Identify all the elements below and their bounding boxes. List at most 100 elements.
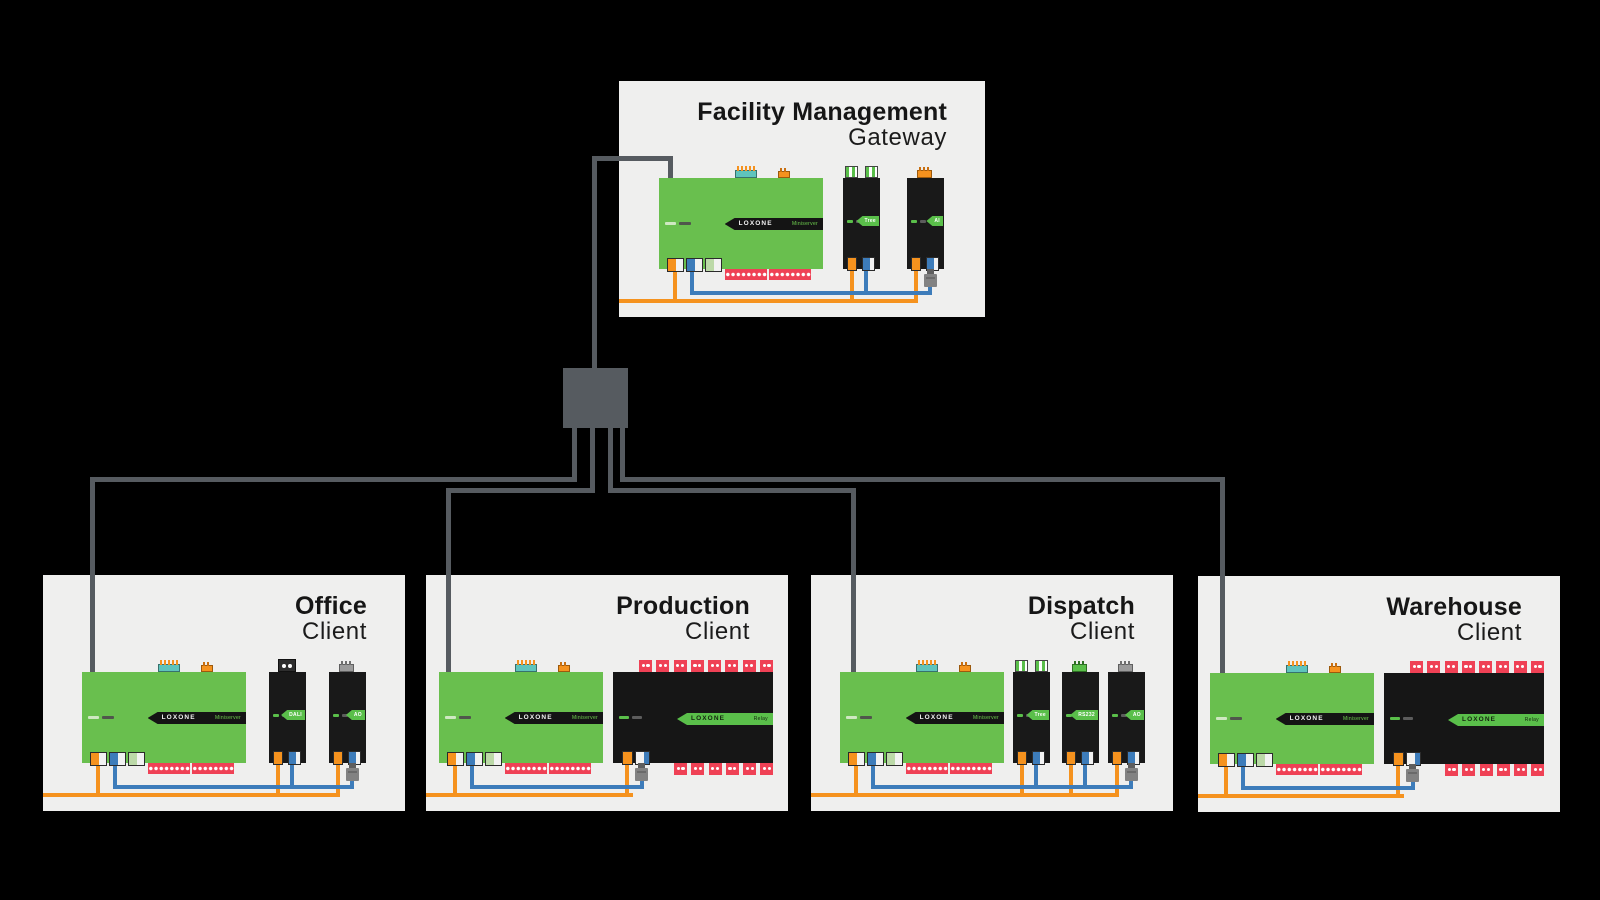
teal-connector	[1286, 661, 1308, 673]
brand-text: LOXONE	[919, 713, 954, 721]
node-title-block: Production Client	[616, 593, 750, 644]
orange-connector	[1017, 751, 1027, 765]
status-led	[102, 716, 114, 719]
blue-connector	[109, 752, 126, 766]
model-text: Miniserver	[1342, 715, 1369, 722]
terminal-strip	[906, 763, 948, 774]
terminal-strip	[148, 763, 190, 774]
node-production: Production Client LOXONE Miniserver	[426, 575, 788, 811]
wire-blue	[871, 763, 875, 787]
node-title-block: Office Client	[295, 593, 367, 644]
wire-orange	[96, 763, 100, 795]
wire-orange	[1115, 764, 1119, 795]
status-led	[445, 716, 456, 719]
status-led	[632, 716, 642, 719]
orange-connector	[959, 662, 971, 672]
drop-wire-production	[446, 488, 451, 672]
node-title: Facility Management	[697, 98, 947, 126]
status-led	[1112, 714, 1118, 717]
extension-tag: Tree	[856, 216, 879, 226]
extension-tag: AO	[1124, 710, 1144, 720]
extension-tag: DALI	[281, 710, 305, 720]
wire-blue	[640, 779, 644, 789]
extension-tag: RS232	[1070, 710, 1098, 720]
status-led	[333, 714, 339, 717]
orange-connector	[622, 751, 633, 765]
green-connector	[128, 752, 145, 766]
status-led	[911, 220, 917, 223]
miniserver-device: LOXONE Miniserver	[439, 660, 603, 774]
orange-connector	[201, 662, 213, 672]
terminal-strip	[505, 763, 547, 774]
extension-ao: AO	[1108, 661, 1145, 781]
brand-text: LOXONE	[738, 219, 773, 227]
node-subtitle: Client	[302, 618, 367, 645]
status-led	[88, 716, 99, 719]
status-led	[860, 716, 872, 719]
extension-tree: Tree	[1013, 660, 1050, 765]
status-led	[846, 716, 857, 719]
node-title: Office	[294, 592, 367, 620]
wire-blue	[690, 291, 932, 295]
brand-text: LOXONE	[691, 714, 726, 722]
uplink-wire	[592, 156, 597, 368]
orange-connector	[1329, 663, 1341, 673]
blue-connector	[686, 258, 703, 272]
drop-wire-warehouse	[620, 477, 1225, 482]
terminal-strip	[1320, 764, 1362, 775]
status-led	[665, 222, 676, 225]
orange-connector	[558, 662, 570, 672]
drop-wire-dispatch	[851, 488, 856, 672]
terminal-strip	[1276, 764, 1318, 775]
wire-blue	[871, 785, 1133, 789]
wire-blue	[1241, 786, 1415, 790]
terminal-strip	[549, 763, 591, 774]
node-title-block: Facility Management Gateway	[697, 99, 947, 150]
extension-ao: AO	[329, 661, 366, 781]
drop-wire-dispatch	[608, 488, 856, 493]
miniserver-device: LOXONE Miniserver	[659, 166, 823, 280]
relay-extension: LOXONE Relay	[613, 660, 774, 781]
wire-orange	[1069, 764, 1073, 795]
extension-dali: DALI	[269, 659, 306, 765]
green-connector	[485, 752, 502, 766]
pin-connector	[1118, 661, 1133, 672]
blue-connector	[466, 752, 483, 766]
usb-dongle	[924, 269, 937, 287]
node-subtitle: Client	[1070, 618, 1135, 645]
terminal-row	[1410, 661, 1545, 673]
orange-connector	[1218, 753, 1235, 767]
wire-blue	[690, 269, 694, 293]
wire-blue	[1411, 780, 1415, 790]
extension-ai: AI	[907, 167, 944, 287]
brand-text: LOXONE	[518, 713, 553, 721]
blue-connector	[1081, 751, 1094, 765]
wire-orange	[1020, 764, 1024, 795]
blue-connector	[1237, 753, 1254, 767]
status-led	[1216, 717, 1227, 720]
device-label: LOXONE Relay	[677, 713, 773, 725]
tree-connector	[1015, 660, 1048, 672]
node-subtitle: Gateway	[848, 124, 947, 151]
drop-wire-warehouse	[1220, 477, 1225, 673]
orange-connector	[848, 752, 865, 766]
device-label: LOXONE Miniserver	[504, 712, 603, 724]
blue-connector	[288, 751, 301, 765]
status-led	[1017, 714, 1023, 717]
brand-text: LOXONE	[161, 713, 196, 721]
wire-blue	[1241, 764, 1245, 788]
usb-dongle	[1406, 764, 1419, 782]
wire-blue	[350, 779, 354, 789]
extension-rs232: RS232	[1062, 661, 1099, 765]
wire-orange	[276, 764, 280, 795]
orange-connector	[1066, 751, 1076, 765]
wire-orange	[426, 793, 633, 797]
terminal-strip	[192, 763, 234, 774]
miniserver-device: LOXONE Miniserver	[82, 660, 246, 774]
wire-orange	[673, 269, 677, 301]
drop-wire-production	[446, 488, 595, 493]
node-office: Office Client LOXONE Miniserver	[43, 575, 405, 811]
terminal-row	[639, 660, 774, 672]
green-connector	[886, 752, 903, 766]
model-text: Miniserver	[214, 714, 241, 721]
